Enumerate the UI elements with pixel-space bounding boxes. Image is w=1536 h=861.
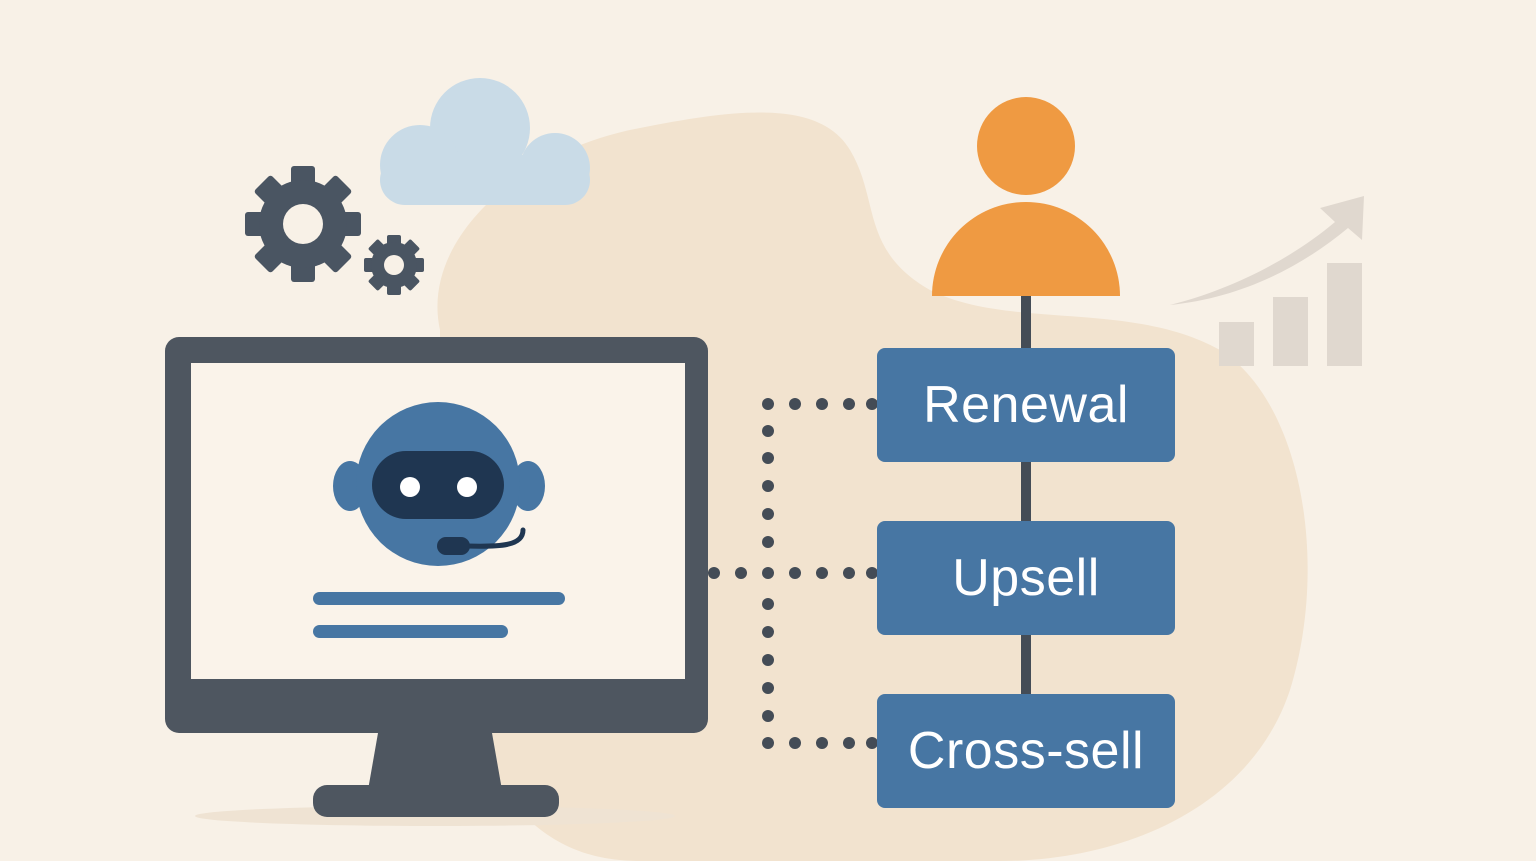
gear-icon [245,166,361,282]
stage-renewal-label: Renewal [923,376,1129,434]
person-icon [932,97,1120,296]
cloud-icon [380,78,590,205]
growth-chart-icon [1170,196,1364,366]
gear-icon [364,235,424,295]
support-bot-icon [333,402,545,566]
stage-upsell: Upsell [877,521,1175,635]
stage-cross-sell: Cross-sell [877,694,1175,808]
stage-upsell-label: Upsell [952,549,1100,607]
stage-cross-sell-label: Cross-sell [907,722,1145,780]
dotted-connectors [708,398,878,749]
stage-renewal: Renewal [877,348,1175,462]
stage-connector-line [1021,296,1031,696]
screen-text-lines [313,592,565,638]
